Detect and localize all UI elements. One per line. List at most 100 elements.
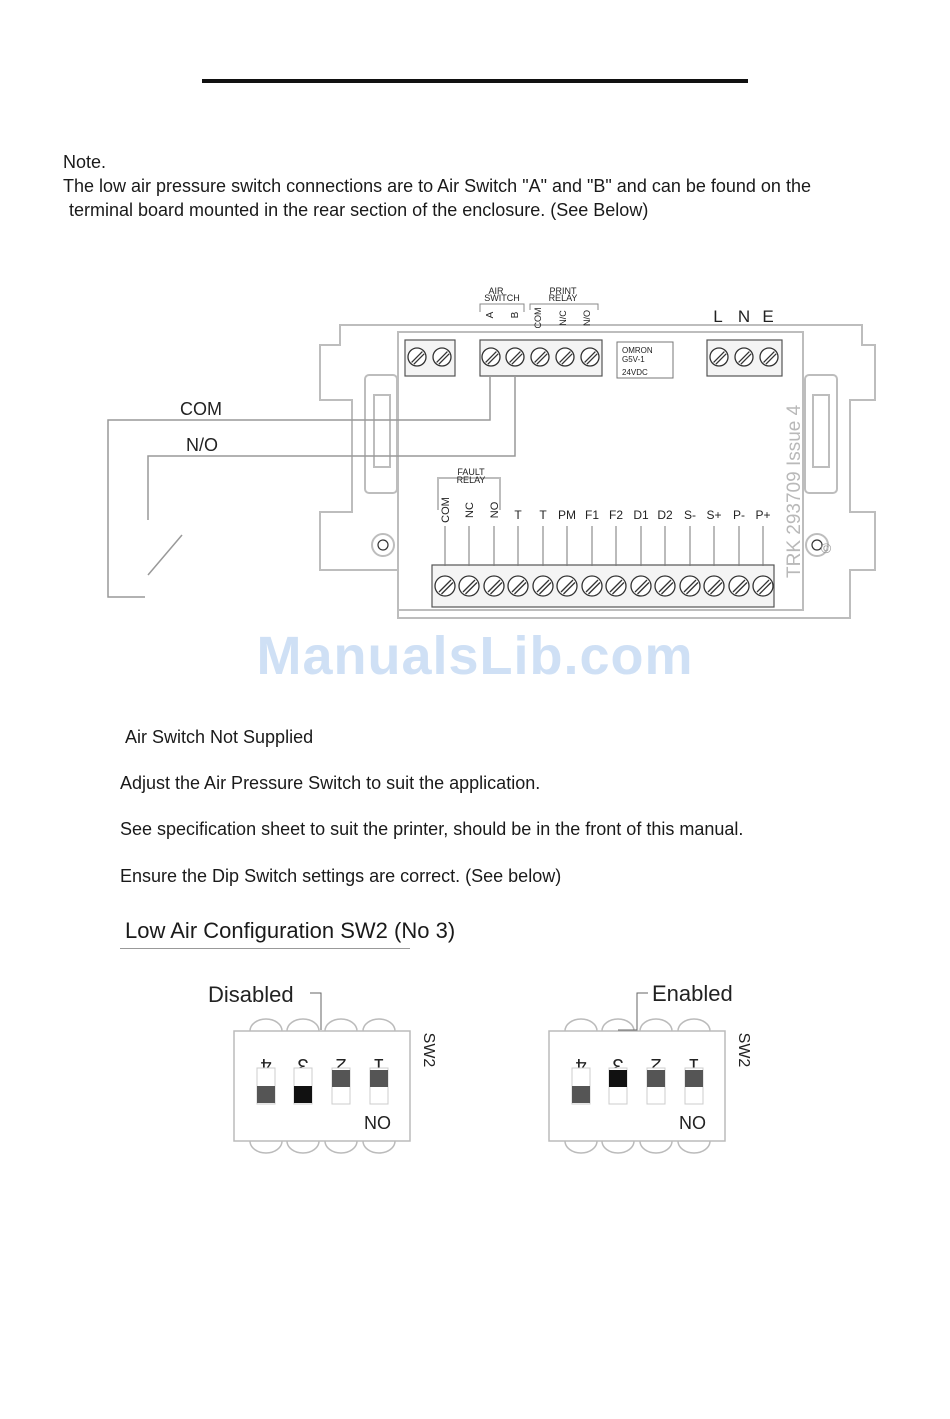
bottom-pin-label: T: [514, 508, 522, 522]
terminal-screw: [507, 575, 529, 597]
dip-number: 2: [650, 1054, 661, 1076]
terminal-screw: [709, 347, 729, 367]
terminal-screw: [555, 347, 575, 367]
terminal-screw: [434, 575, 456, 597]
terminal-screw: [581, 575, 603, 597]
dip-tab-top: [564, 1018, 598, 1032]
note-line-1: The low air pressure switch connections …: [63, 176, 811, 196]
terminal-screw: [407, 347, 427, 367]
paragraph-adjust-switch: Adjust the Air Pressure Switch to suit t…: [120, 773, 541, 793]
terminal-screw: [532, 575, 554, 597]
dip-tab-bottom: [249, 1140, 283, 1154]
dip-lever: [572, 1086, 590, 1103]
dip-tab-top: [362, 1018, 396, 1032]
terminal-screw: [759, 347, 779, 367]
bottom-pin-label: S+: [706, 508, 721, 522]
disabled-label: Disabled: [208, 982, 294, 1007]
terminal-screw: [605, 575, 627, 597]
dip-lever: [370, 1070, 388, 1087]
terminal-screw: [654, 575, 676, 597]
note-line-2: terminal board mounted in the rear secti…: [69, 200, 649, 220]
bottom-pin-label: T: [539, 508, 547, 522]
bottom-pin-label: COM: [440, 497, 452, 523]
bottom-pin-label: P-: [733, 508, 745, 522]
terminal-screw: [505, 347, 525, 367]
dip-number: 2: [335, 1054, 346, 1076]
dip-tab-top: [677, 1018, 711, 1032]
dip-tab-bottom: [601, 1140, 635, 1154]
relay-line-1: OMRON: [622, 346, 653, 355]
sw2-label: SW2: [735, 1033, 752, 1068]
dip-lever: [609, 1070, 627, 1087]
wire-com-label: COM: [180, 399, 222, 419]
terminal-screw: [556, 575, 578, 597]
dip-lever: [685, 1070, 703, 1087]
dip-tab-top: [249, 1018, 283, 1032]
note-heading: Note.: [63, 152, 107, 172]
dip-number: 4: [575, 1054, 586, 1076]
dip-number: 3: [297, 1054, 308, 1076]
dip-number: 4: [260, 1054, 271, 1076]
fault-relay-label-2: RELAY: [457, 475, 486, 485]
terminal-screw: [530, 347, 550, 367]
wire-no-label: N/O: [186, 435, 218, 455]
print-pin-no: N/O: [582, 310, 592, 326]
paragraph-specification: See specification sheet to suit the prin…: [120, 819, 744, 839]
power-n: N: [738, 307, 750, 326]
terminal-screw: [630, 575, 652, 597]
bottom-pin-label: F2: [609, 508, 623, 522]
no-label: NO: [364, 1113, 391, 1133]
sw2-label: SW2: [420, 1033, 437, 1068]
watermark: ManualsLib.com: [256, 626, 694, 686]
terminal-screw: [481, 347, 501, 367]
dip-tab-top: [324, 1018, 358, 1032]
dip-tab-bottom: [677, 1140, 711, 1154]
dip-lever: [294, 1086, 312, 1103]
print-pin-nc: N/C: [558, 310, 568, 326]
terminal-screw: [728, 575, 750, 597]
terminal-screw: [483, 575, 505, 597]
dip-lever: [647, 1070, 665, 1087]
dip-tab-bottom: [324, 1140, 358, 1154]
dip-number: 1: [373, 1054, 384, 1076]
enabled-label: Enabled: [652, 981, 733, 1006]
bottom-pin-label: P+: [755, 508, 770, 522]
bottom-pin-label: NC: [464, 502, 476, 518]
air-switch-a: A: [485, 311, 496, 318]
dip-lever: [332, 1070, 350, 1087]
dip-tab-top: [601, 1018, 635, 1032]
dip-tab-bottom: [362, 1140, 396, 1154]
board-part-number: TRK 293709 Issue 4: [784, 404, 805, 578]
bottom-pin-label: D2: [657, 508, 673, 522]
bottom-pin-label: NO: [489, 501, 501, 518]
dip-tab-bottom: [639, 1140, 673, 1154]
dip-lever: [257, 1086, 275, 1103]
copyright-mark: ©: [821, 540, 832, 556]
config-title: Low Air Configuration SW2 (No 3): [125, 918, 456, 943]
power-e: E: [762, 307, 773, 326]
air-switch-label-1: AIR: [488, 286, 504, 296]
bottom-pin-label: S-: [684, 508, 696, 522]
config-title-underline: [120, 948, 410, 949]
header-rule: [202, 79, 748, 83]
air-switch-b: B: [510, 311, 521, 318]
bottom-pin-label: D1: [633, 508, 649, 522]
air-switch-label-2: SWITCH: [484, 293, 520, 303]
dip-tab-top: [639, 1018, 673, 1032]
print-relay-label-1: PRINT: [550, 286, 578, 296]
no-label: NO: [679, 1113, 706, 1133]
terminal-screw: [734, 347, 754, 367]
fault-relay-label-1: FAULT: [457, 467, 485, 477]
dip-tab-bottom: [564, 1140, 598, 1154]
terminal-screw: [679, 575, 701, 597]
note-block: Note. The low air pressure switch connec…: [63, 150, 811, 222]
dip-number: 3: [612, 1054, 623, 1076]
relay-line-2: G5V-1: [622, 355, 645, 364]
terminal-screw: [580, 347, 600, 367]
wires: [107, 376, 516, 598]
relay-line-3: 24VDC: [622, 368, 648, 377]
terminal-screw: [458, 575, 480, 597]
